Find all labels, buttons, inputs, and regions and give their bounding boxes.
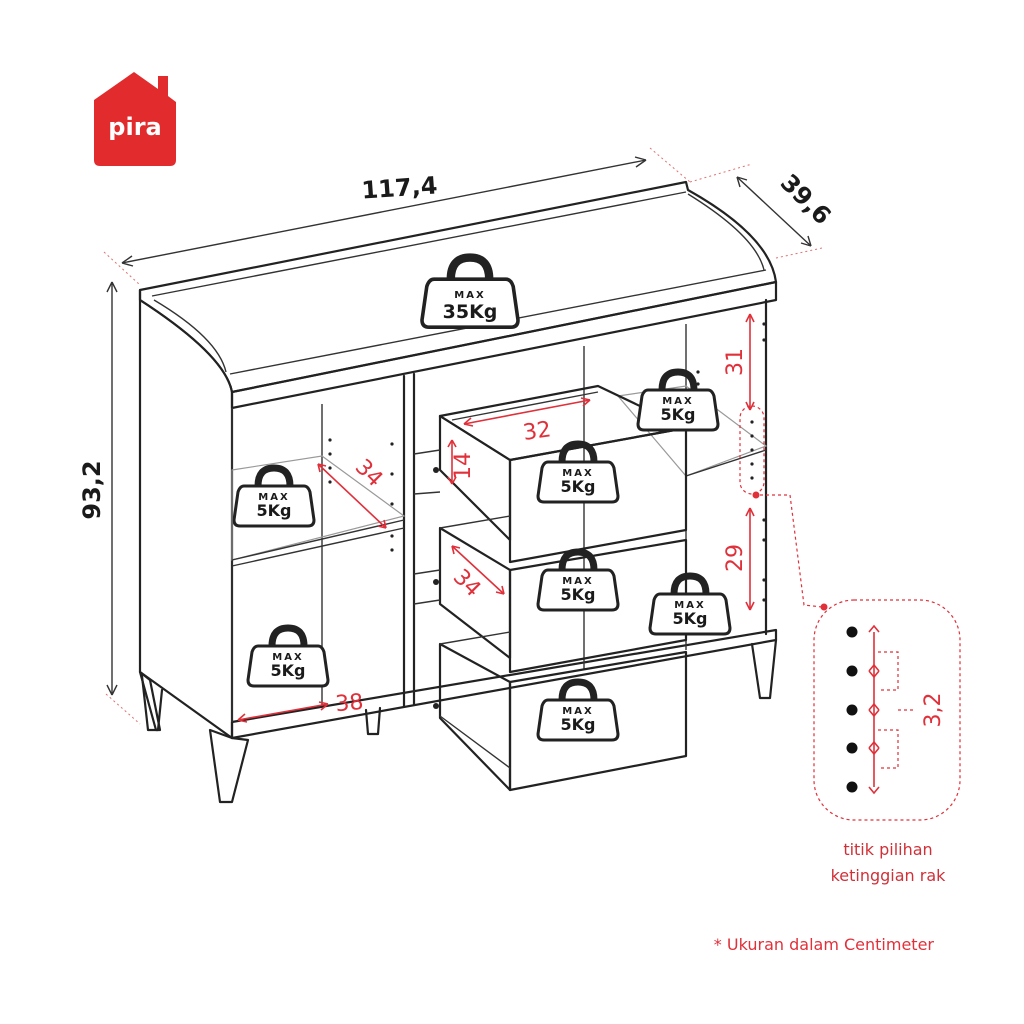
max-label: MAX <box>272 652 303 663</box>
shelf-holes-left <box>328 438 394 552</box>
dim-drawer-depth: 34 <box>448 565 485 602</box>
dim-lower-gap: 29 <box>723 544 748 572</box>
weight-shelf-right: MAX 5Kg <box>638 372 718 430</box>
hole-detail-callout: 3,2 <box>813 599 961 821</box>
weight-value: 35Kg <box>443 301 498 323</box>
dim-drawer-width: 32 <box>521 417 552 446</box>
dim-upper-gap: 31 <box>723 348 748 376</box>
callout-line-2: ketinggian rak <box>831 866 947 885</box>
weight-bottom-right: MAX 5Kg <box>650 576 730 634</box>
footnote: * Ukuran dalam Centimeter <box>714 935 935 954</box>
width-dimension: 117,4 <box>103 147 691 286</box>
width-label: 117,4 <box>361 171 439 204</box>
max-label: MAX <box>674 600 705 611</box>
drawer-2 <box>413 515 688 674</box>
max-label: MAX <box>662 396 693 407</box>
weight-bottom-left: MAX 5Kg <box>248 628 328 686</box>
callout-line-1: titik pilihan <box>843 840 932 859</box>
height-label: 93,2 <box>78 460 106 519</box>
weight-value: 5Kg <box>561 715 596 734</box>
logo-house-shape <box>94 72 176 166</box>
weight-top: MAX 35Kg <box>422 258 518 328</box>
cabinet <box>138 180 778 804</box>
dim-shelf-depth: 34 <box>350 455 387 492</box>
weight-value: 5Kg <box>271 661 306 680</box>
depth-dimension: 39,6 <box>689 163 836 259</box>
hole-dots <box>846 626 858 793</box>
weight-drawer-3: MAX 5Kg <box>538 682 618 740</box>
max-label: MAX <box>258 492 289 503</box>
max-label: MAX <box>562 576 593 587</box>
drawer-3 <box>433 631 688 792</box>
weight-drawer-2: MAX 5Kg <box>538 552 618 610</box>
weight-value: 5Kg <box>561 585 596 604</box>
logo-text: pira <box>108 113 161 141</box>
pira-logo: pira <box>94 72 176 166</box>
shelf-holes-right <box>696 322 766 602</box>
dim-drawer-height: 14 <box>451 452 476 480</box>
weight-value: 5Kg <box>673 609 708 628</box>
max-label: MAX <box>454 290 485 301</box>
weight-drawer-1: MAX 5Kg <box>538 444 618 502</box>
height-dimension: 93,2 <box>78 281 141 725</box>
max-label: MAX <box>562 706 593 717</box>
hole-spacing-label: 3,2 <box>921 693 946 728</box>
hole-spacing-marks <box>868 624 916 795</box>
dim-bottom-width: 38 <box>334 690 364 717</box>
weight-value: 5Kg <box>257 501 292 520</box>
weight-value: 5Kg <box>561 477 596 496</box>
max-label: MAX <box>562 468 593 479</box>
weight-shelf-left: MAX 5Kg <box>234 468 314 526</box>
weight-value: 5Kg <box>661 405 696 424</box>
